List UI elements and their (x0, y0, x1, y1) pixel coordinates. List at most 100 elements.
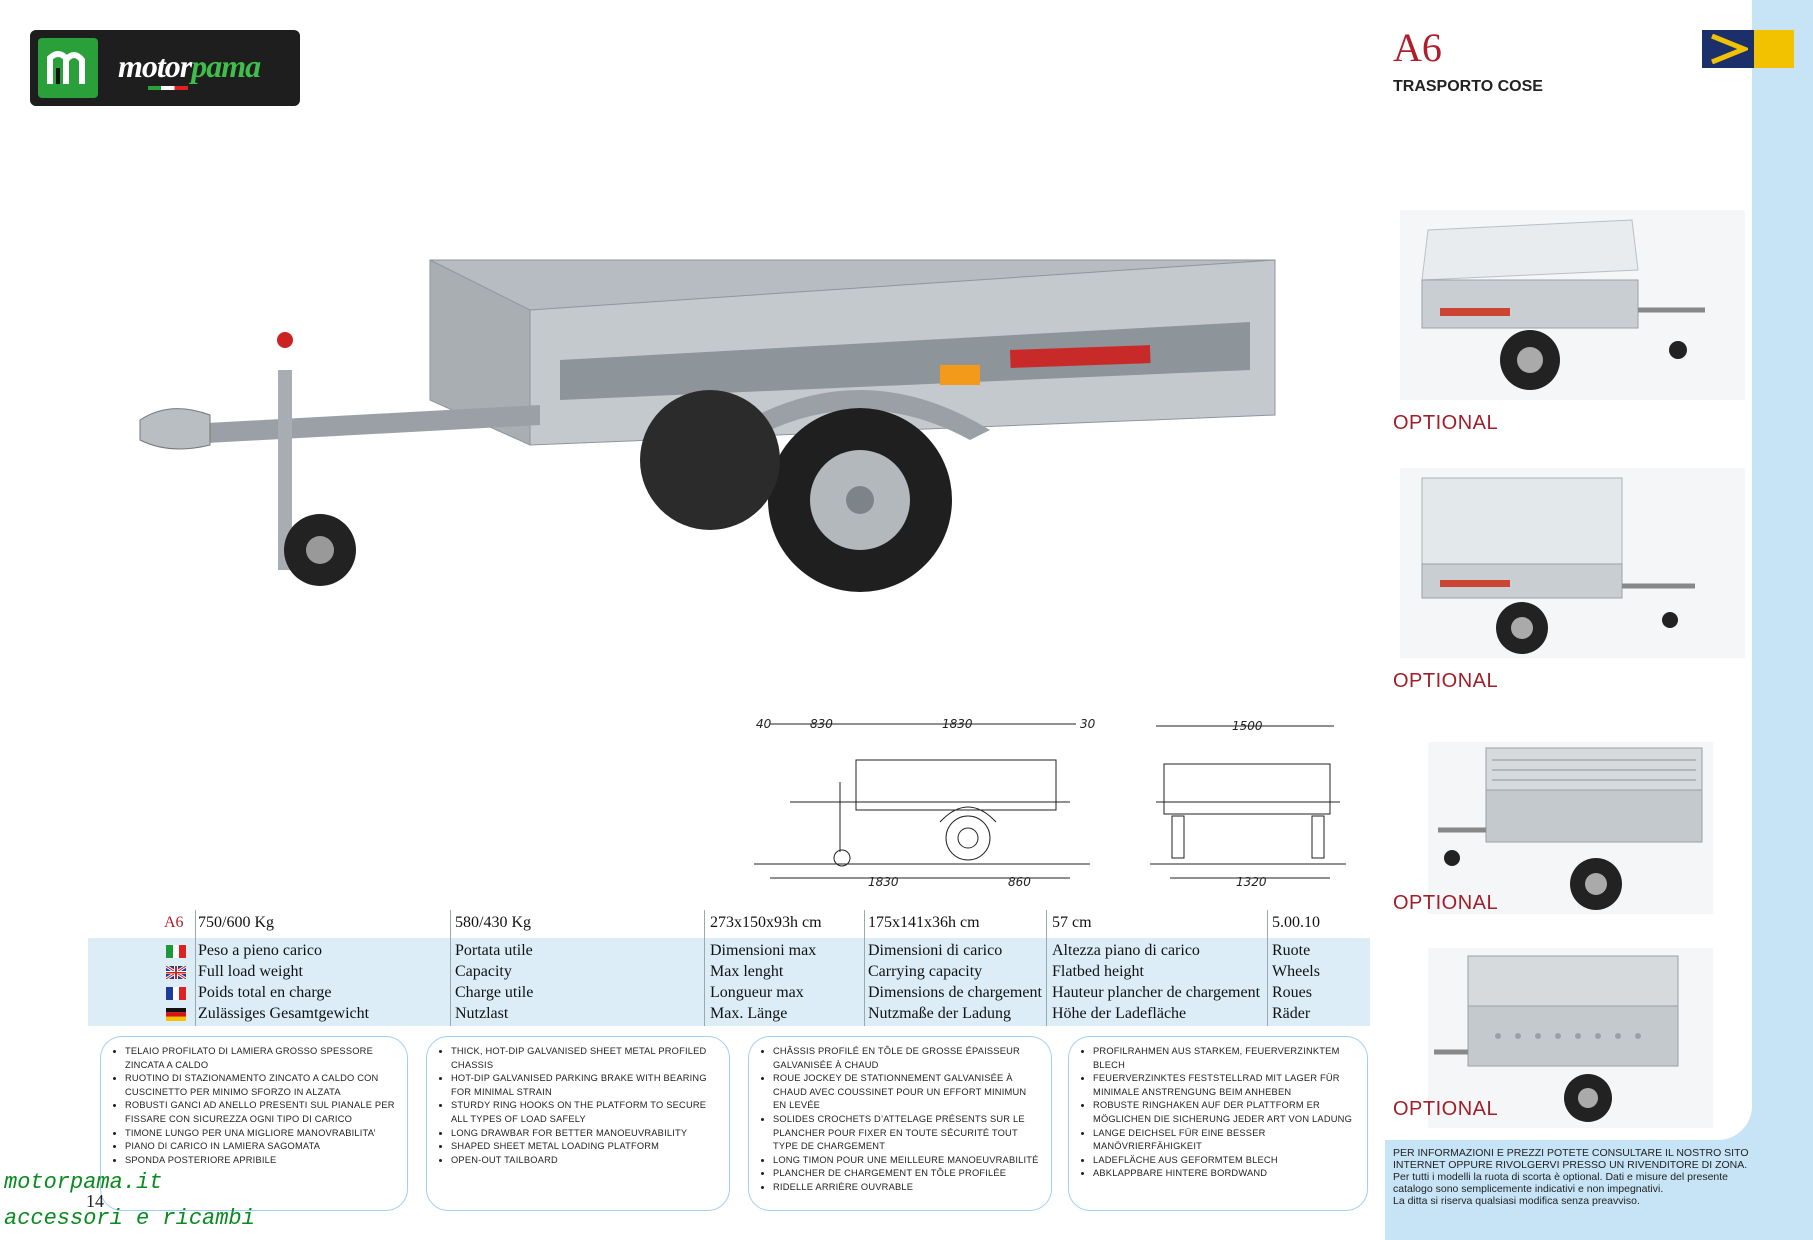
optional-image-mesh-extensions (1428, 742, 1713, 914)
side-view-drawing: 40 830 1830 30 1830 860 (750, 712, 1096, 892)
label-en: Carrying capacity (868, 963, 983, 980)
spec-labels-max-dimensions: Dimensioni max Max lenght Longueur max M… (710, 940, 816, 1024)
feature-item: PROFILRAHMEN AUS STARKEM, FEUERVERZINKTE… (1093, 1045, 1355, 1072)
feature-item: RUOTINO DI STAZIONAMENTO ZINCATO A CALDO… (125, 1072, 395, 1099)
rear-view-drawing: 1500 1320 (1150, 712, 1350, 892)
feature-item: RIDELLE ARRIÈRE OUVRABLE (773, 1181, 1039, 1195)
label-fr: Roues (1272, 984, 1312, 1001)
spec-labels-load-dimensions: Dimensioni di carico Carrying capacity D… (868, 940, 1042, 1024)
spec-value: 57 cm (1052, 914, 1092, 931)
spec-labels-band (88, 938, 1370, 1026)
label-de: Räder (1272, 1005, 1311, 1022)
column-divider (704, 910, 705, 1026)
feature-item: SOLIDES CROCHETS D’ATTELAGE PRÉSENTS SUR… (773, 1113, 1039, 1154)
spec-labels-capacity: Portata utile Capacity Charge utile Nutz… (455, 940, 533, 1024)
column-divider (864, 910, 865, 1026)
page-number: 14 (86, 1191, 104, 1211)
spec-value: 580/430 Kg (455, 914, 531, 931)
label-fr: Longueur max (710, 984, 804, 1001)
feature-item: HOT-DIP GALVANISED PARKING BRAKE WITH BE… (451, 1072, 717, 1099)
next-arrow-icon[interactable] (1702, 30, 1754, 68)
feature-item: PIANO DI CARICO IN LAMIERA SAGOMATA (125, 1140, 395, 1154)
optional-image-canvas-tent (1400, 468, 1745, 658)
label-de: Nutzlast (455, 1005, 509, 1022)
feature-item: FEUERVERZINKTES FESTSTELLRAD MIT LAGER F… (1093, 1072, 1355, 1099)
label-en: Flatbed height (1052, 963, 1144, 980)
label-en: Full load weight (198, 963, 303, 980)
feature-item: LANGE DEICHSEL FÜR EINE BESSER MANÖVRIER… (1093, 1127, 1355, 1154)
feature-item: STURDY RING HOOKS ON THE PLATFORM TO SEC… (451, 1099, 717, 1126)
label-en: Capacity (455, 963, 512, 980)
footnote-line: La ditta si riserva qualsiasi modifica s… (1393, 1195, 1640, 1207)
label-it: Ruote (1272, 942, 1311, 959)
feature-item: TELAIO PROFILATO DI LAMIERA GROSSO SPESS… (125, 1045, 395, 1072)
italian-flag-stripe (148, 86, 188, 90)
brand-logo[interactable]: motorpama (30, 30, 300, 106)
spec-labels-weight: Peso a pieno carico Full load weight Poi… (198, 940, 369, 1024)
features-it: TELAIO PROFILATO DI LAMIERA GROSSO SPESS… (100, 1036, 408, 1211)
footnote: PER INFORMAZIONI E PREZZI POTETE CONSULT… (1393, 1147, 1753, 1207)
logo-mark-icon (38, 38, 98, 98)
label-fr: Poids total en charge (198, 984, 332, 1001)
dimension-label: 40 (756, 717, 772, 731)
label-fr: Hauteur plancher de chargement (1052, 984, 1261, 1001)
feature-item: PLANCHER DE CHARGEMENT EN TÔLE PROFILÉE (773, 1167, 1039, 1181)
label-it: Dimensioni di carico (868, 942, 1003, 959)
label-de: Zulässiges Gesamtgewicht (198, 1005, 370, 1022)
footnote-line: Per tutti i modelli la ruota di scorta è… (1393, 1171, 1729, 1195)
optional-image-high-mesh-sides (1428, 948, 1713, 1128)
features-de: PROFILRAHMEN AUS STARKEM, FEUERVERZINKTE… (1068, 1036, 1368, 1211)
feature-item: OPEN-OUT TAILBOARD (451, 1154, 717, 1168)
feature-item: LONG TIMON POUR UNE MEILLEURE MANOEUVRAB… (773, 1154, 1039, 1168)
label-en: Wheels (1272, 963, 1320, 980)
watermark-site: motorpama.it (4, 1170, 163, 1195)
column-divider (195, 910, 196, 1026)
feature-item: LADEFLÄCHE AUS GEFORMTEM BLECH (1093, 1154, 1355, 1168)
italian-flag-icon (166, 945, 186, 958)
category-subtitle: TRASPORTO COSE (1393, 78, 1543, 95)
column-divider (450, 910, 451, 1026)
spec-value: 750/600 Kg (198, 914, 274, 931)
optional-image-hard-cover (1400, 210, 1745, 400)
column-divider (1267, 910, 1268, 1026)
spec-value: 175x141x36h cm (868, 914, 980, 931)
spec-value: 273x150x93h cm (710, 914, 822, 931)
features-en: THICK, HOT-DIP GALVANISED SHEET METAL PR… (426, 1036, 730, 1211)
label-it: Portata utile (455, 942, 533, 959)
spec-labels-wheels: Ruote Wheels Roues Räder (1272, 940, 1320, 1024)
label-fr: Charge utile (455, 984, 534, 1001)
spec-model: A6 (164, 914, 184, 931)
dimension-label: 1320 (1236, 875, 1267, 889)
footnote-line: PER INFORMAZIONI E PREZZI POTETE CONSULT… (1393, 1147, 1749, 1171)
optional-label: OPTIONAL (1393, 892, 1499, 914)
dimension-label: 860 (1008, 875, 1031, 889)
feature-item: THICK, HOT-DIP GALVANISED SHEET METAL PR… (451, 1045, 717, 1072)
spec-value: 5.00.10 (1272, 914, 1320, 931)
label-it: Peso a pieno carico (198, 942, 322, 959)
feature-item: TIMONE LUNGO PER UNA MIGLIORE MANOVRABIL… (125, 1127, 395, 1141)
dimension-label: 1830 (868, 875, 899, 889)
right-panel-header (1385, 0, 1752, 70)
spec-labels-flatbed-height: Altezza piano di carico Flatbed height H… (1052, 940, 1260, 1024)
french-flag-icon (166, 987, 186, 1000)
feature-item: ROUE JOCKEY DE STATIONNEMENT GALVANISÉE … (773, 1072, 1039, 1113)
logo-wordmark: motorpama (118, 48, 261, 84)
column-divider (1046, 910, 1047, 1026)
label-it: Dimensioni max (710, 942, 817, 959)
feature-item: ABKLAPPBARE HINTERE BORDWAND (1093, 1167, 1355, 1181)
feature-item: ROBUSTI GANCI AD ANELLO PRESENTI SUL PIA… (125, 1099, 395, 1126)
label-de: Höhe der Ladefläche (1052, 1005, 1187, 1022)
optional-label: OPTIONAL (1393, 1098, 1499, 1120)
label-de: Max. Länge (710, 1005, 788, 1022)
feature-item: CHÂSSIS PROFILÉ EN TÔLE DE GROSSE ÉPAISS… (773, 1045, 1039, 1072)
trailer-main-photo (110, 230, 1290, 710)
features-fr: CHÂSSIS PROFILÉ EN TÔLE DE GROSSE ÉPAISS… (748, 1036, 1052, 1211)
feature-item: SHAPED SHEET METAL LOADING PLATFORM (451, 1140, 717, 1154)
section-color-tab (1754, 30, 1794, 68)
label-en: Max lenght (710, 963, 784, 980)
label-it: Altezza piano di carico (1052, 942, 1200, 959)
model-title: A6 (1393, 25, 1442, 70)
feature-item: ROBUSTE RINGHAKEN AUF DER PLATTFORM ER M… (1093, 1099, 1355, 1126)
watermark-tagline: accessori e ricambi (4, 1206, 255, 1231)
feature-item: SPONDA POSTERIORE APRIBILE (125, 1154, 395, 1168)
